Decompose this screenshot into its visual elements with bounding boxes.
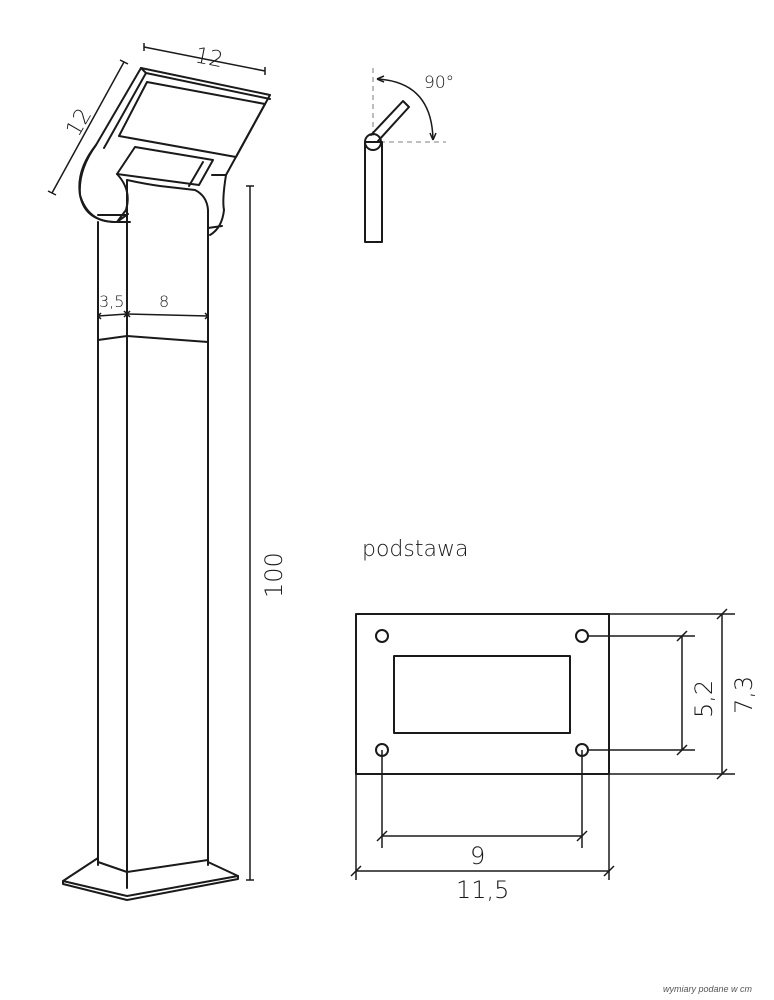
head-width-label: 12 — [193, 43, 225, 73]
base-title: podstawa — [362, 537, 468, 562]
height-label: 100 — [260, 552, 288, 598]
right-hinge — [209, 174, 227, 236]
pole-side-label: 3,5 — [99, 292, 124, 311]
dim-hole-spacing-horizontal — [376, 830, 588, 842]
dim-hole-spacing-vertical — [676, 630, 688, 756]
pole-band — [97, 335, 209, 343]
dim-height — [246, 185, 254, 881]
mount-hole-tl — [375, 629, 389, 643]
dim-head-depth — [47, 59, 129, 196]
hole-spacing-vertical-label: 5,2 — [690, 680, 718, 718]
lamp-light-panel — [118, 81, 266, 158]
lamp-elevation: 12 12 3,5 8 100 — [47, 43, 288, 901]
dim-head-width — [143, 43, 266, 75]
tilt-angle-label: 90° — [424, 73, 454, 93]
plate-width-label: 11,5 — [456, 876, 509, 904]
units-footnote: wymiary podane w cm — [662, 984, 752, 994]
pole-front-label: 8 — [159, 292, 169, 311]
base-plan: podstawa 5,2 7,3 9 11,5 — [350, 537, 758, 904]
lamp-neck — [116, 146, 214, 186]
tilt-head — [370, 100, 410, 142]
mount-hole-tr — [575, 629, 589, 643]
tilt-arc — [376, 78, 434, 141]
lamp-base-plate — [62, 857, 239, 897]
tilt-pole — [364, 141, 383, 243]
pole-right-edge — [126, 179, 209, 866]
tilt-diagram: 90° — [364, 68, 454, 243]
tilt-pivot — [364, 133, 382, 151]
plate-height-label: 7,3 — [730, 676, 758, 714]
base-cable-opening — [393, 655, 571, 734]
head-depth-label: 12 — [62, 104, 98, 141]
dim-plate-width — [350, 865, 615, 877]
dim-pole-width — [97, 313, 209, 317]
left-hinge — [78, 144, 129, 223]
dim-plate-height — [716, 608, 728, 780]
hole-spacing-horizontal-label: 9 — [470, 842, 485, 870]
